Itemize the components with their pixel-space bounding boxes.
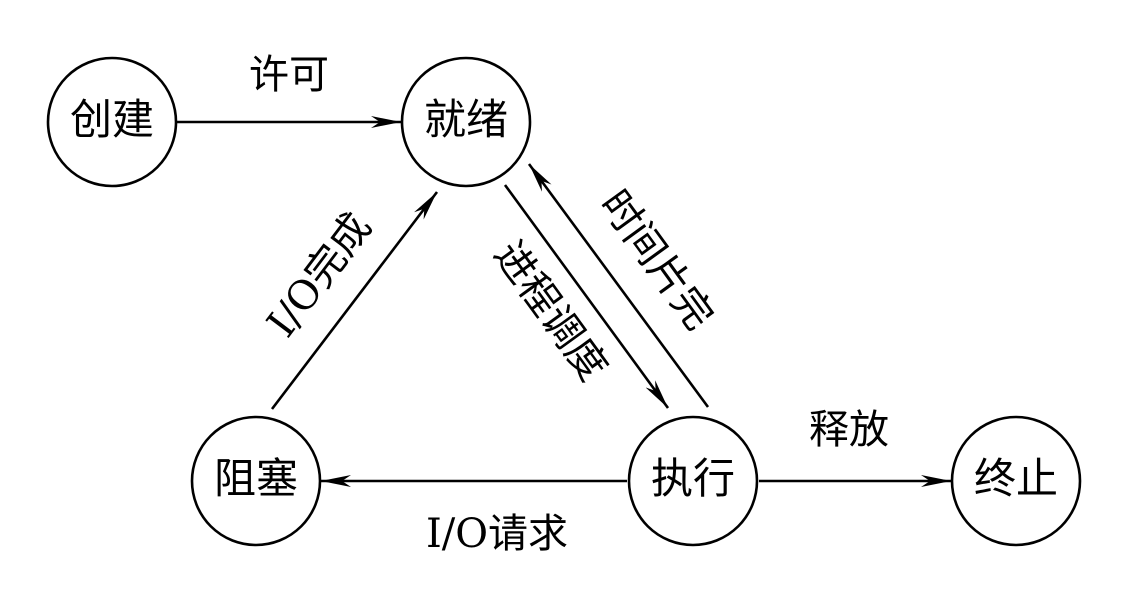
edge-label-permit: 许可 [249, 52, 329, 98]
node-run: 执行 [627, 415, 759, 547]
edge-label-io-request: I/O请求 [426, 511, 568, 557]
node-terminate: 终止 [950, 415, 1082, 547]
node-create: 创建 [46, 56, 178, 188]
edge-run-to-ready [527, 163, 710, 408]
edge-ready-to-run [503, 184, 670, 409]
edge-label-timeslice: 时间片完 [591, 182, 722, 338]
edge-block-to-ready [270, 191, 439, 410]
edge-label-io-complete: I/O完成 [258, 205, 380, 346]
node-create-label: 创建 [70, 95, 154, 144]
node-block-label: 阻塞 [214, 454, 298, 503]
node-run-label: 执行 [651, 454, 735, 503]
node-ready-label: 就绪 [424, 95, 508, 144]
node-block: 阻塞 [190, 415, 322, 547]
edge-label-release: 释放 [809, 407, 889, 453]
node-terminate-label: 终止 [974, 454, 1058, 503]
node-ready: 就绪 [400, 56, 532, 188]
